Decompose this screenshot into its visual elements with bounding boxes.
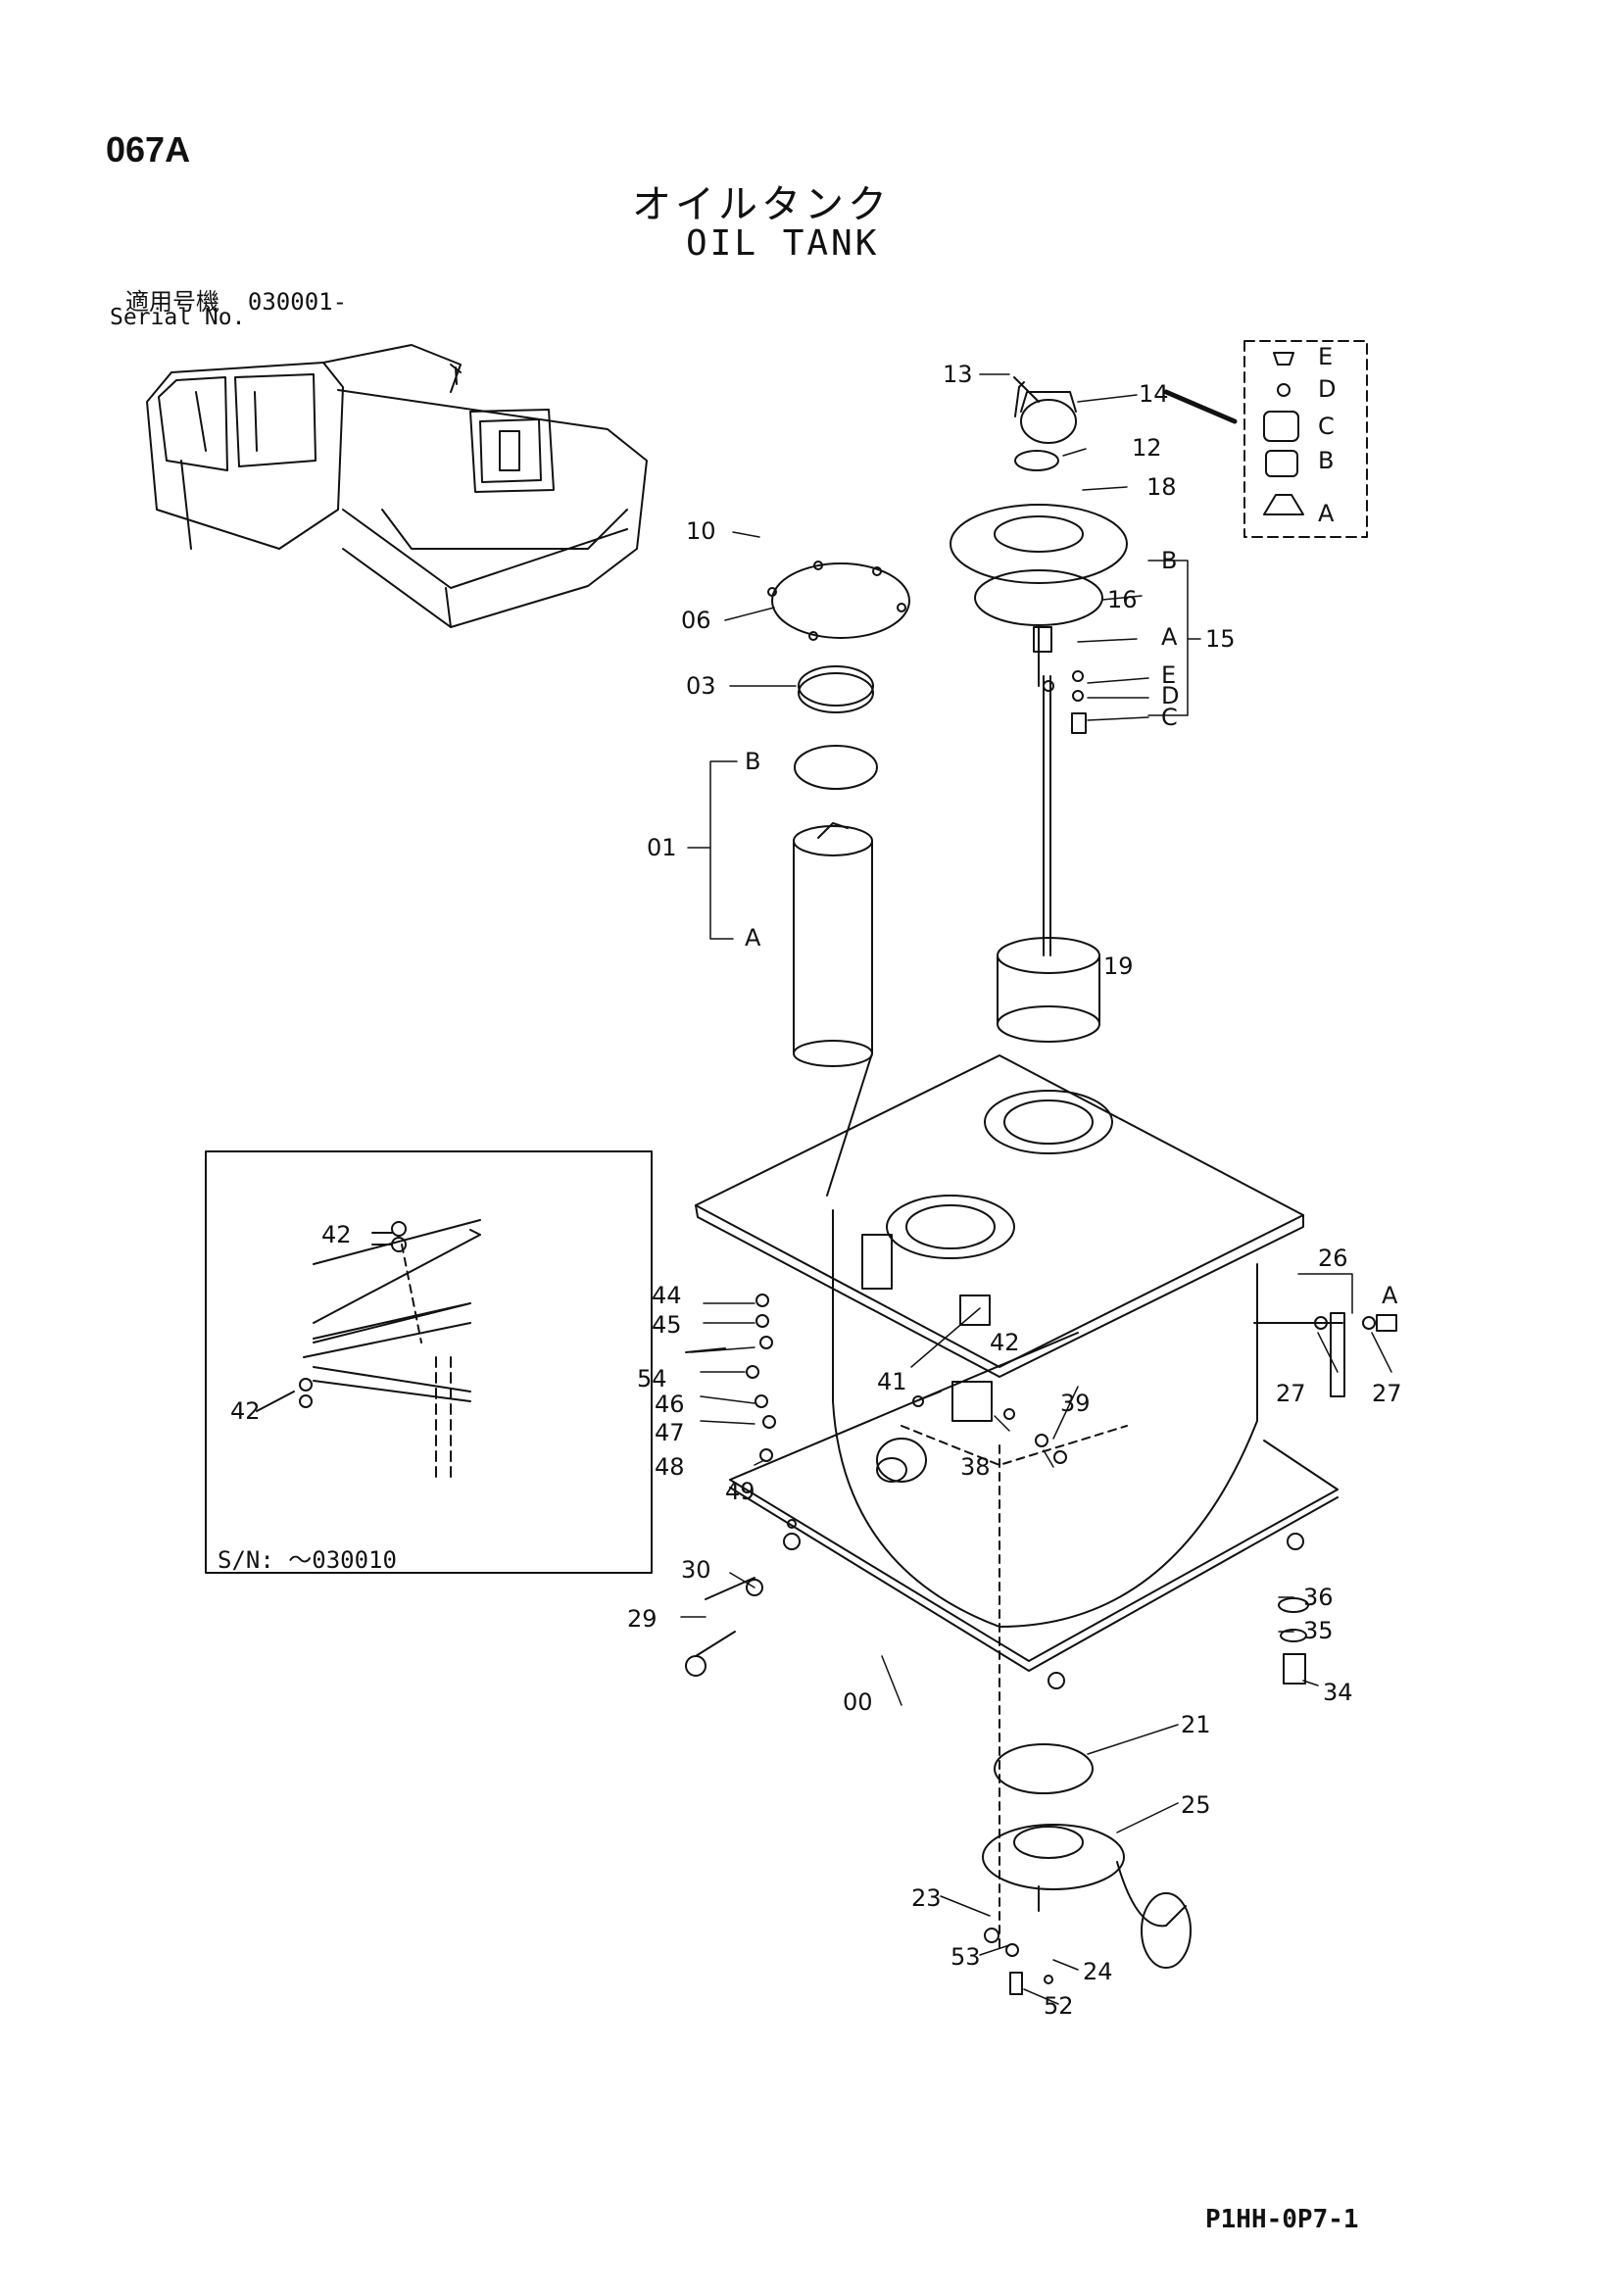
level-rod [1253, 1312, 1397, 1397]
leader-lines [680, 373, 1392, 2005]
asm15-letter-a: A [1161, 623, 1178, 651]
asm26-letter-a: A [1382, 1282, 1398, 1309]
callout-34: 34 [1323, 1679, 1353, 1706]
filter-gasket [794, 745, 878, 790]
page-code: 067A [106, 129, 191, 170]
callout-45: 45 [652, 1311, 682, 1339]
asm15-letter-c: C [1161, 704, 1178, 731]
callout-26: 26 [1318, 1245, 1348, 1272]
callout-29: 29 [627, 1605, 658, 1633]
callout-52: 52 [1044, 1992, 1074, 2020]
callout-03: 03 [686, 672, 716, 700]
callout-23: 23 [911, 1884, 942, 1912]
asm01-letter-b: B [745, 748, 760, 775]
serial-label: Serial No. [110, 305, 246, 330]
serial-label-jp: 適用号機 [125, 288, 219, 316]
kit-letter-c: C [1318, 413, 1335, 440]
inset-callout-42-bottom: 42 [230, 1397, 261, 1425]
breather-cap [1013, 376, 1077, 471]
level-gauge-flange [950, 504, 1128, 956]
suction-flange [982, 1743, 1192, 1995]
breather-kit-box [1163, 340, 1368, 538]
kit-letter-d: D [1318, 375, 1336, 403]
callout-47: 47 [655, 1419, 685, 1446]
callout-21: 21 [1181, 1711, 1211, 1738]
oil-tank-body [695, 1052, 1339, 1951]
snap-ring [798, 665, 874, 713]
callout-13: 13 [943, 361, 973, 388]
callout-12: 12 [1132, 434, 1162, 462]
callout-49: 49 [725, 1478, 755, 1505]
callout-44: 44 [652, 1282, 682, 1309]
asm15-letter-b: B [1161, 547, 1177, 574]
callout-00: 00 [843, 1688, 873, 1716]
page-title: OIL TANK [686, 223, 880, 264]
callout-24: 24 [1083, 1958, 1113, 1985]
callout-27-right: 27 [1372, 1380, 1402, 1407]
callout-46: 46 [655, 1391, 685, 1418]
callout-27-left: 27 [1276, 1380, 1306, 1407]
callout-41: 41 [877, 1368, 907, 1395]
callout-labels: 13 14 12 18 16 15 10 06 03 01 19 26 27 2… [230, 343, 1402, 2020]
callout-15: 15 [1205, 625, 1236, 653]
callout-10: 10 [686, 517, 716, 545]
callout-38: 38 [960, 1453, 991, 1481]
kit-letter-e: E [1318, 343, 1333, 370]
level-float [997, 937, 1100, 1043]
asm15-letter-e: E [1161, 661, 1176, 689]
kit-letter-a: A [1318, 500, 1335, 527]
callout-16: 16 [1107, 586, 1138, 613]
fitting-cluster [685, 1294, 1067, 1677]
callout-39: 39 [1060, 1390, 1091, 1417]
drawing-code: P1HH-0P7-1 [1205, 2205, 1359, 2234]
callout-35: 35 [1303, 1617, 1334, 1644]
filter-cover [767, 561, 910, 641]
mount-hardware [1278, 1597, 1309, 1685]
callout-42: 42 [990, 1329, 1020, 1356]
callout-54: 54 [637, 1365, 667, 1392]
excavator-locator-sketch [146, 344, 648, 628]
return-filter-element [793, 822, 873, 1067]
callout-30: 30 [681, 1556, 711, 1584]
callout-36: 36 [1303, 1584, 1334, 1611]
asm01-letter-a: A [745, 924, 761, 952]
callout-06: 06 [681, 607, 711, 634]
callout-48: 48 [655, 1453, 685, 1481]
serial-value: 030001- [247, 288, 348, 316]
callout-25: 25 [1181, 1791, 1211, 1819]
callout-19: 19 [1103, 953, 1134, 980]
inset-callout-42-top: 42 [321, 1221, 352, 1248]
kit-letter-b: B [1318, 447, 1334, 474]
callout-53: 53 [950, 1943, 981, 1971]
inset-serial-note: S/N: ～030010 [218, 1546, 397, 1574]
serial-applicability: 適用号機 030001- [125, 282, 347, 317]
callout-01: 01 [647, 834, 677, 861]
callout-14: 14 [1139, 380, 1169, 408]
asm15-letter-d: D [1161, 682, 1179, 709]
callout-18: 18 [1146, 473, 1177, 501]
page-title-japanese: オイルタンク [632, 183, 891, 226]
inset-detail [205, 1150, 653, 1574]
